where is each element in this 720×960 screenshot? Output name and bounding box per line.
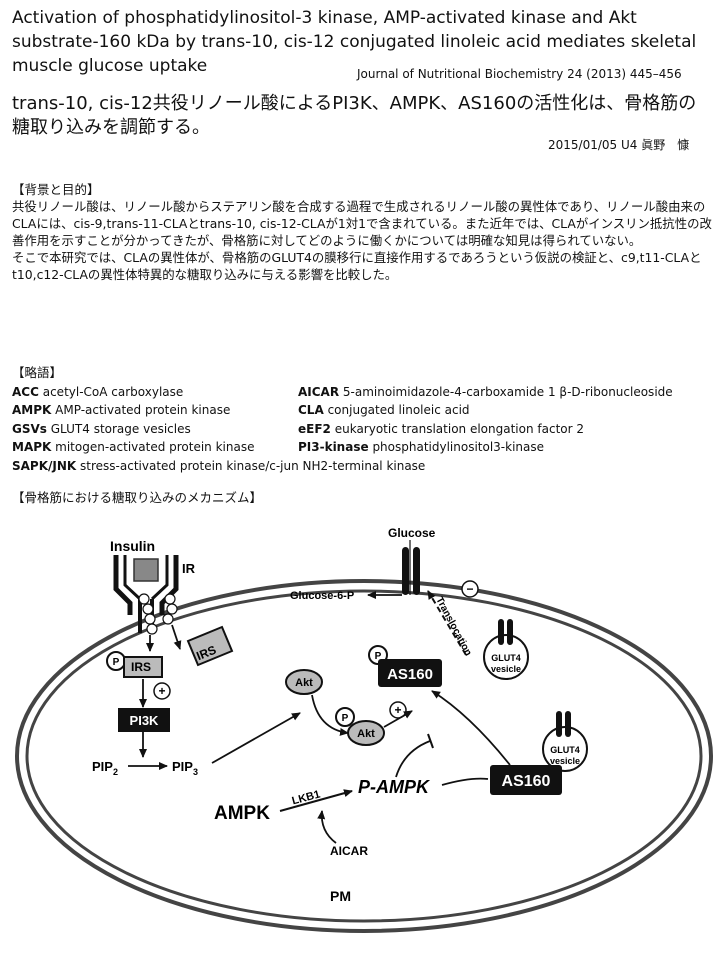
abbreviation-term: AMPK — [12, 403, 52, 417]
akt-label: Akt — [295, 677, 313, 689]
insulin-molecule — [133, 558, 159, 582]
pip3-label: PIP3 — [172, 759, 198, 777]
background-paragraph-1: 共役リノール酸は、リノール酸からステアリン酸を合成する過程で生成されるリノール酸… — [12, 199, 712, 248]
pi3k-box: PI3K — [118, 708, 170, 732]
abbreviation-term: SAPK/JNK — [12, 458, 77, 473]
p-ampk-label: P-AMPK — [358, 777, 431, 797]
as160-node: AS160 — [490, 765, 562, 795]
abbreviation-definition: mitogen-activated protein kinase — [55, 440, 255, 454]
minus-label: − — [466, 582, 473, 596]
abbreviation-definition: AMP-activated protein kinase — [55, 403, 231, 417]
plus-label: + — [158, 684, 165, 698]
plus-label: + — [394, 703, 401, 717]
as160-label: AS160 — [387, 666, 433, 683]
glut4-label: GLUT4 — [550, 745, 580, 755]
background-heading: 【背景と目的】 — [12, 182, 100, 197]
inhibition-minus: − — [461, 580, 479, 598]
irs-label: IRS — [194, 643, 218, 663]
akt-node: Akt — [285, 669, 323, 695]
glut4-vesicle-upper: GLUT4 vesicle — [483, 619, 529, 680]
abbreviation-row: GSVs GLUT4 storage vesicles eEF2 eukaryo… — [12, 420, 720, 439]
glut4-label: GLUT4 — [491, 653, 521, 663]
activation-plus: + — [153, 682, 171, 700]
abbreviation-row: MAPK mitogen-activated protein kinase PI… — [12, 438, 720, 457]
glucose-label: Glucose — [388, 526, 436, 540]
pip2-label: PIP2 — [92, 759, 118, 777]
receptor-phosphates — [138, 593, 178, 635]
glucose-uptake-mechanism-diagram: Insulin IR IRS P IRS + PI3K PIP2 PIP3 — [15, 526, 713, 933]
irs-phosphorylated: P IRS — [106, 651, 163, 678]
abbreviation-row: AMPK AMP-activated protein kinase CLA co… — [12, 401, 720, 420]
ampk-label: AMPK — [214, 803, 270, 824]
mechanism-heading: 【骨格筋における糖取り込みのメカニズム】 — [12, 490, 263, 505]
phospho-p-label: P — [113, 657, 120, 668]
background-paragraph-2: そこで本研究では、CLAの異性体が、骨格筋のGLUT4の膜移行に直接作用するであ… — [12, 250, 702, 282]
abbreviation-definition: GLUT4 storage vesicles — [50, 421, 191, 436]
abbreviation-term: MAPK — [12, 440, 52, 454]
insulin-label: Insulin — [110, 538, 155, 554]
phospho-p-label: P — [375, 651, 382, 662]
pi3k-label: PI3K — [130, 713, 160, 728]
abbreviation-term: ACC — [12, 384, 39, 399]
abbreviation-term: CLA — [298, 403, 324, 417]
plasma-membrane-outer — [15, 579, 713, 933]
japanese-title: trans-10, cis-12共役リノール酸によるPI3K、AMPK、AS16… — [12, 93, 697, 138]
vesicle-label: vesicle — [491, 664, 521, 674]
abbreviation-row: ACC acetyl-CoA carboxylase AICAR 5-amino… — [12, 383, 720, 402]
phospho-p-label: P — [342, 713, 349, 724]
phospho-as160-node: P AS160 — [368, 645, 442, 687]
abbreviations-section: 【略語】 ACC acetyl-CoA carboxylase AICAR 5-… — [12, 364, 720, 475]
background-section: 【背景と目的】 共役リノール酸は、リノール酸からステアリン酸を合成する過程で生成… — [12, 181, 712, 283]
glut4-vesicle-lower: GLUT4 vesicle — [542, 711, 588, 772]
abbreviation-definition: phosphatidylinositol3-kinase — [372, 440, 545, 454]
abbreviations-heading: 【略語】 — [12, 365, 63, 380]
vesicle-label: vesicle — [550, 756, 580, 766]
english-title: Activation of phosphatidylinositol-3 kin… — [12, 8, 697, 76]
abbreviation-definition: eukaryotic translation elongation factor… — [334, 421, 585, 436]
abbreviation-term: eEF2 — [298, 421, 331, 436]
irs-label: IRS — [131, 660, 151, 674]
glucose-transporter — [402, 547, 420, 595]
abbreviation-term: GSVs — [12, 421, 47, 436]
abbreviation-term: PI3-kinase — [298, 440, 369, 454]
abbreviation-definition: stress-activated protein kinase/c-jun NH… — [80, 458, 426, 473]
abbreviation-row: SAPK/JNK stress-activated protein kinase… — [12, 457, 720, 476]
date-author-line: 2015/01/05 U4 眞野 慷 — [548, 138, 690, 152]
aicar-label: AICAR — [330, 844, 368, 858]
journal-citation: Journal of Nutritional Biochemistry 24 (… — [357, 67, 682, 81]
irs-unphosphorylated: IRS — [186, 625, 234, 667]
plasma-membrane-inner — [25, 589, 703, 923]
abbreviation-definition: acetyl-CoA carboxylase — [42, 384, 184, 399]
abbreviation-definition: 5-aminoimidazole-4-carboxamide 1 β-D-rib… — [342, 384, 673, 399]
akt-label: Akt — [357, 728, 375, 740]
pm-label: PM — [330, 888, 351, 904]
phospho-akt-node: P Akt — [335, 707, 385, 746]
glucose-6-p-label: Glucose-6-P — [290, 590, 354, 602]
as160-label: AS160 — [502, 773, 551, 790]
translocation-label: Translocation — [433, 595, 473, 658]
abbreviation-term: AICAR — [298, 384, 340, 399]
abbreviation-definition: conjugated linoleic acid — [327, 403, 470, 417]
ir-label: IR — [182, 561, 196, 576]
